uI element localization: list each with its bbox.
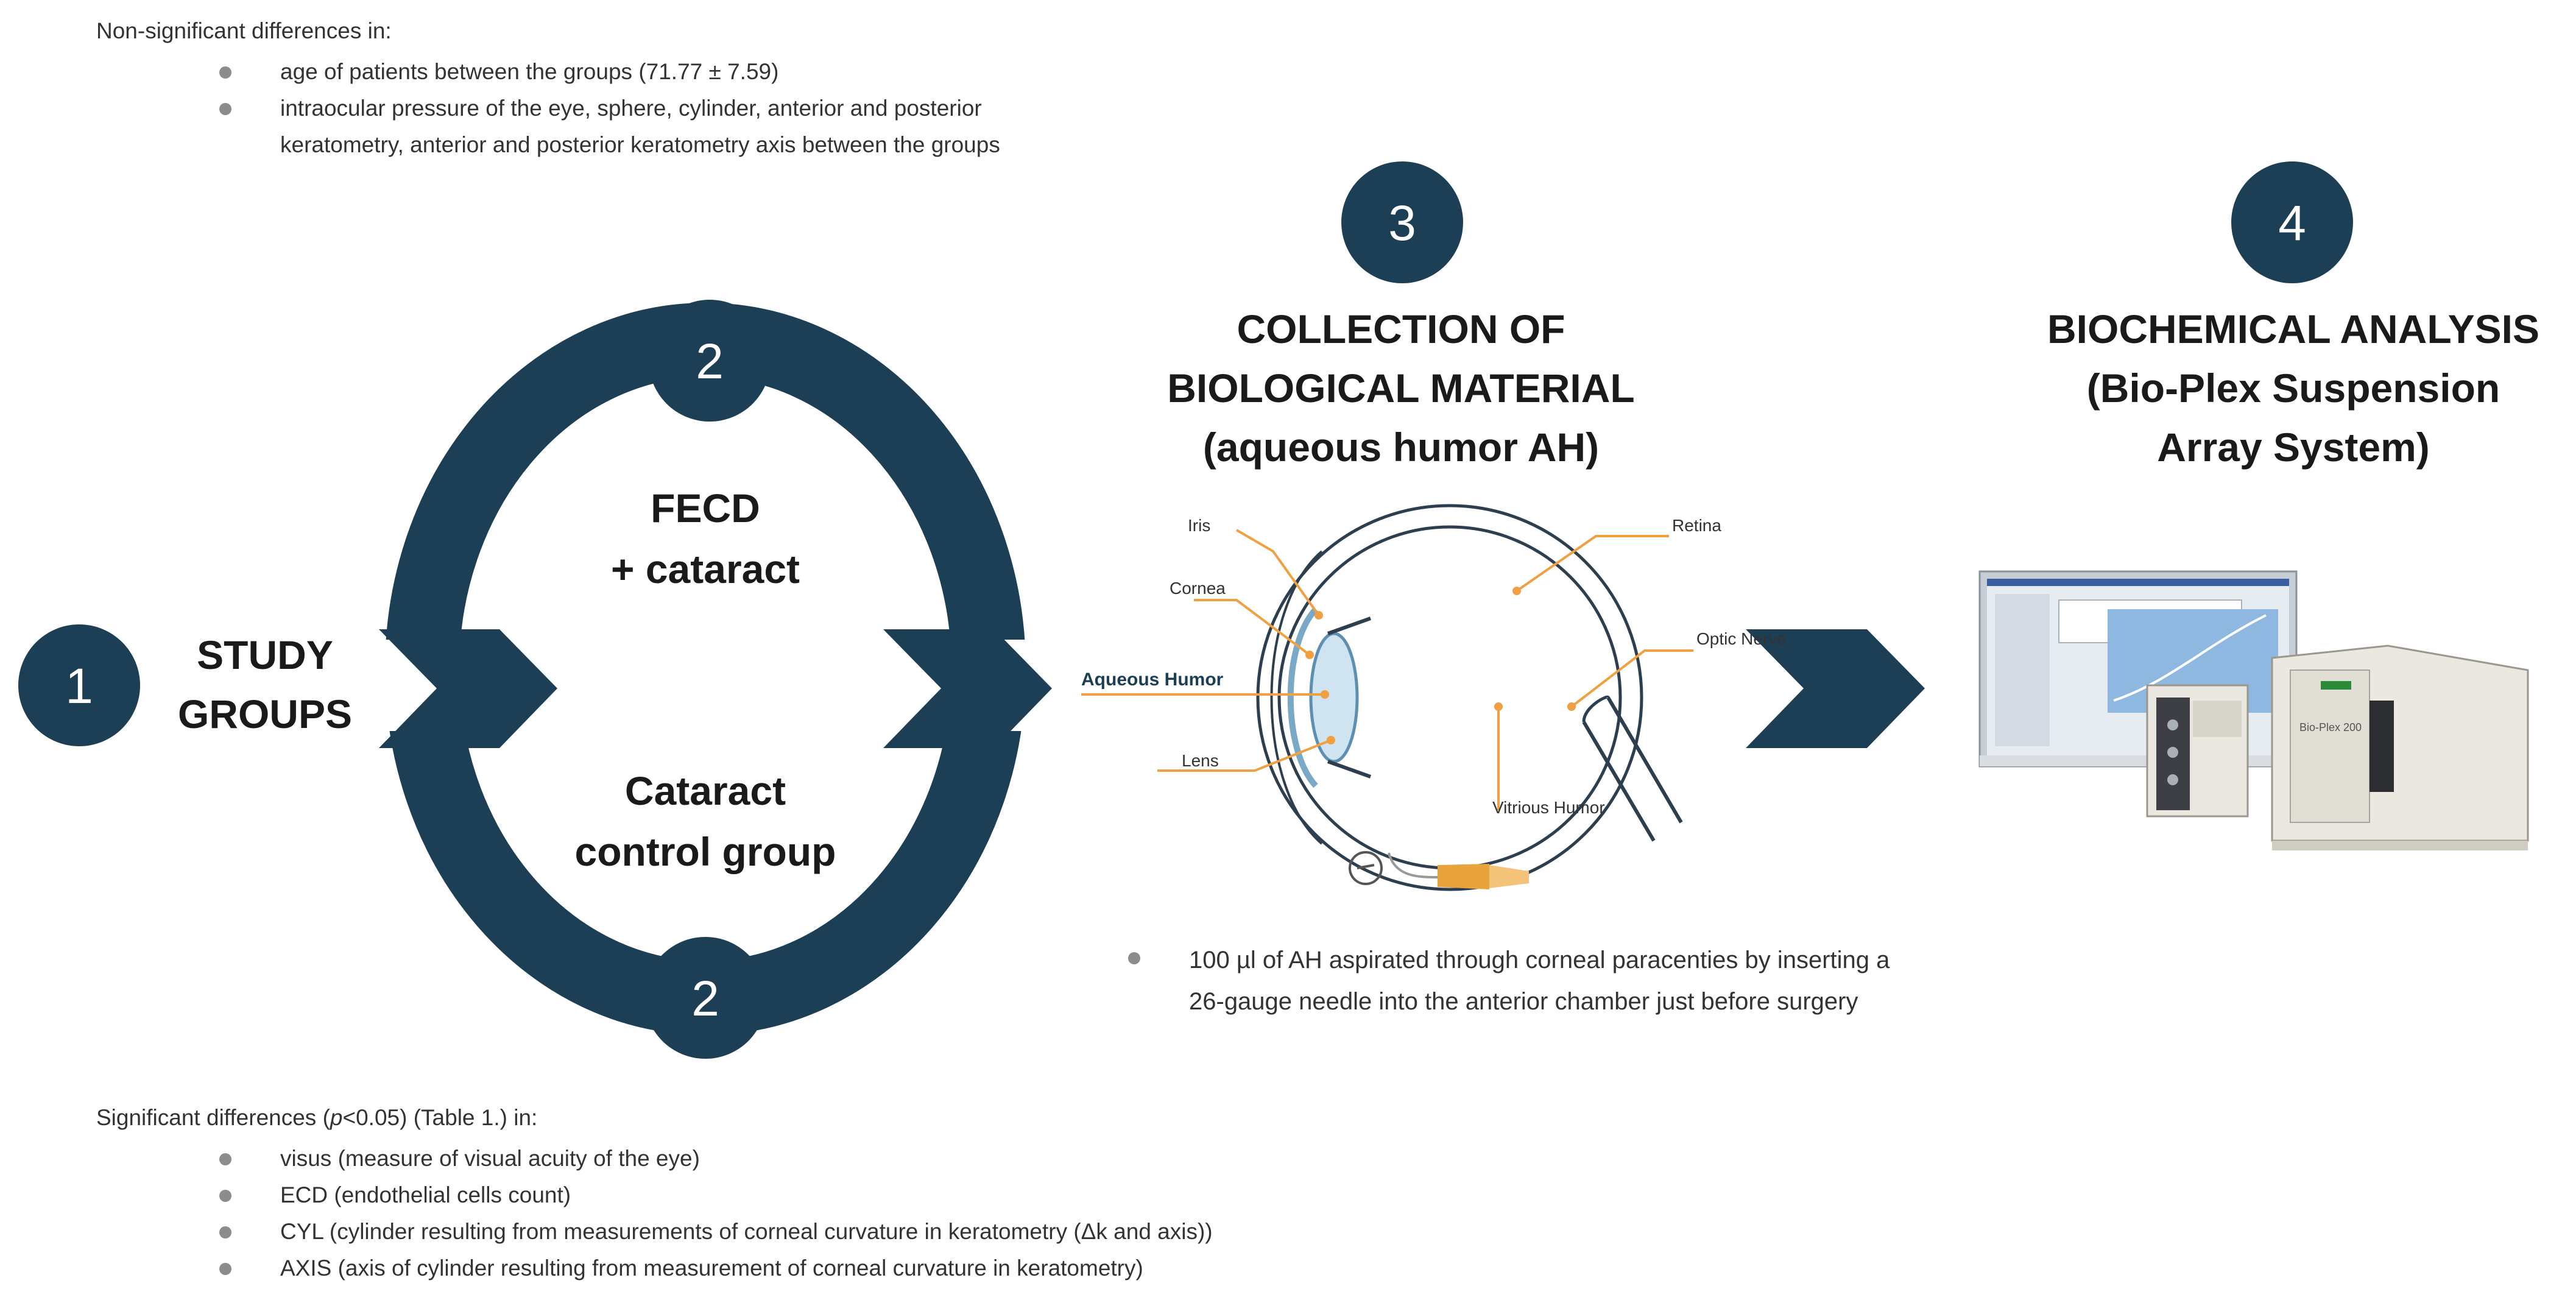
step-2-badge-top: 2 <box>649 300 771 422</box>
significant-item-2: ECD (endothelial cells count) <box>219 1177 2168 1213</box>
flow-arrow-1 <box>379 629 557 748</box>
non-significant-item-2: intraocular pressure of the eye, sphere,… <box>219 90 1011 163</box>
needle-icon <box>1349 851 1529 889</box>
eye-label-cornea: Cornea <box>1170 579 1226 598</box>
group-top-line2: + cataract <box>610 546 800 592</box>
step-4-title-line3: Array System) <box>2157 425 2430 470</box>
group-bottom-label: Cataract control group <box>523 760 888 882</box>
significant-heading-suffix: <0.05) (Table 1.) in: <box>342 1105 538 1130</box>
instrument-label: Bio-Plex 200 <box>2299 721 2362 733</box>
eye-label-iris: Iris <box>1188 516 1210 535</box>
step-4-badge: 4 <box>2231 161 2353 283</box>
bioplex-system-icon: Bio-Plex 200 <box>1978 570 2529 850</box>
step-4-title: BIOCHEMICAL ANALYSIS (Bio-Plex Suspensio… <box>1974 300 2576 477</box>
step-2-number-bottom: 2 <box>691 971 719 1026</box>
significant-heading-prefix: Significant differences ( <box>96 1105 330 1130</box>
step-4-number: 4 <box>2278 196 2306 251</box>
eye-label-retina: Retina <box>1672 516 1721 535</box>
step-4-title-line2: (Bio-Plex Suspension <box>2086 366 2500 411</box>
group-top-line1: FECD <box>651 486 760 531</box>
eye-label-aqueous: Aqueous Humor <box>1081 669 1224 690</box>
significant-item-4: AXIS (axis of cylinder resulting from me… <box>219 1250 2168 1287</box>
non-significant-heading: Non-significant differences in: <box>96 18 392 43</box>
eye-labels: Iris Cornea Aqueous Humor Lens Retina Op… <box>1081 516 1787 817</box>
flow-arrow-2 <box>883 629 1052 748</box>
significant-heading-p: p <box>330 1105 343 1130</box>
step-1-title: STUDY GROUPS <box>155 626 375 744</box>
significant-item-3: CYL (cylinder resulting from measurement… <box>219 1213 2168 1250</box>
step-3-title-line1: COLLECTION OF <box>1237 306 1565 351</box>
step-2-badge-bottom: 2 <box>644 937 766 1059</box>
significant-item-1: visus (measure of visual acuity of the e… <box>219 1140 2168 1177</box>
group-bottom-line2: control group <box>574 829 836 874</box>
step-3-badge: 3 <box>1341 161 1463 283</box>
group-bottom-line1: Cataract <box>624 768 786 813</box>
group-top-label: FECD + cataract <box>523 478 888 599</box>
step-1-title-line1: STUDY <box>197 632 333 677</box>
step-1-badge: 1 <box>18 624 140 746</box>
significant-list: visus (measure of visual acuity of the e… <box>219 1140 2168 1287</box>
step-3-title-line3: (aqueous humor AH) <box>1202 425 1600 470</box>
step-2-number-top: 2 <box>696 334 724 389</box>
significant-heading: Significant differences (p<0.05) (Table … <box>96 1104 537 1132</box>
step-3-title: COLLECTION OF BIOLOGICAL MATERIAL (aqueo… <box>1096 300 1706 477</box>
step-4-title-line1: BIOCHEMICAL ANALYSIS <box>2047 306 2539 351</box>
step-1-title-line2: GROUPS <box>177 691 353 737</box>
collection-note-item: 100 µl of AH aspirated through corneal p… <box>1128 939 1914 1022</box>
flow-arrow-3 <box>1746 629 1925 748</box>
eye-label-lens: Lens <box>1182 751 1219 770</box>
non-significant-item-1: age of patients between the groups (71.7… <box>219 54 1011 90</box>
eye-anatomy-icon <box>1256 504 1683 891</box>
collection-note: 100 µl of AH aspirated through corneal p… <box>1128 939 1914 1022</box>
step-3-number: 3 <box>1388 196 1416 251</box>
eye-leader-lines <box>1081 529 1693 810</box>
step-3-title-line2: BIOLOGICAL MATERIAL <box>1167 366 1635 411</box>
eye-label-optic: Optic Nerve <box>1696 629 1787 648</box>
eye-label-vitreous: Vitrious Humor <box>1492 798 1605 817</box>
non-significant-list: age of patients between the groups (71.7… <box>219 54 1011 163</box>
eye-label-dots <box>1305 587 1576 744</box>
step-1-number: 1 <box>65 659 93 714</box>
